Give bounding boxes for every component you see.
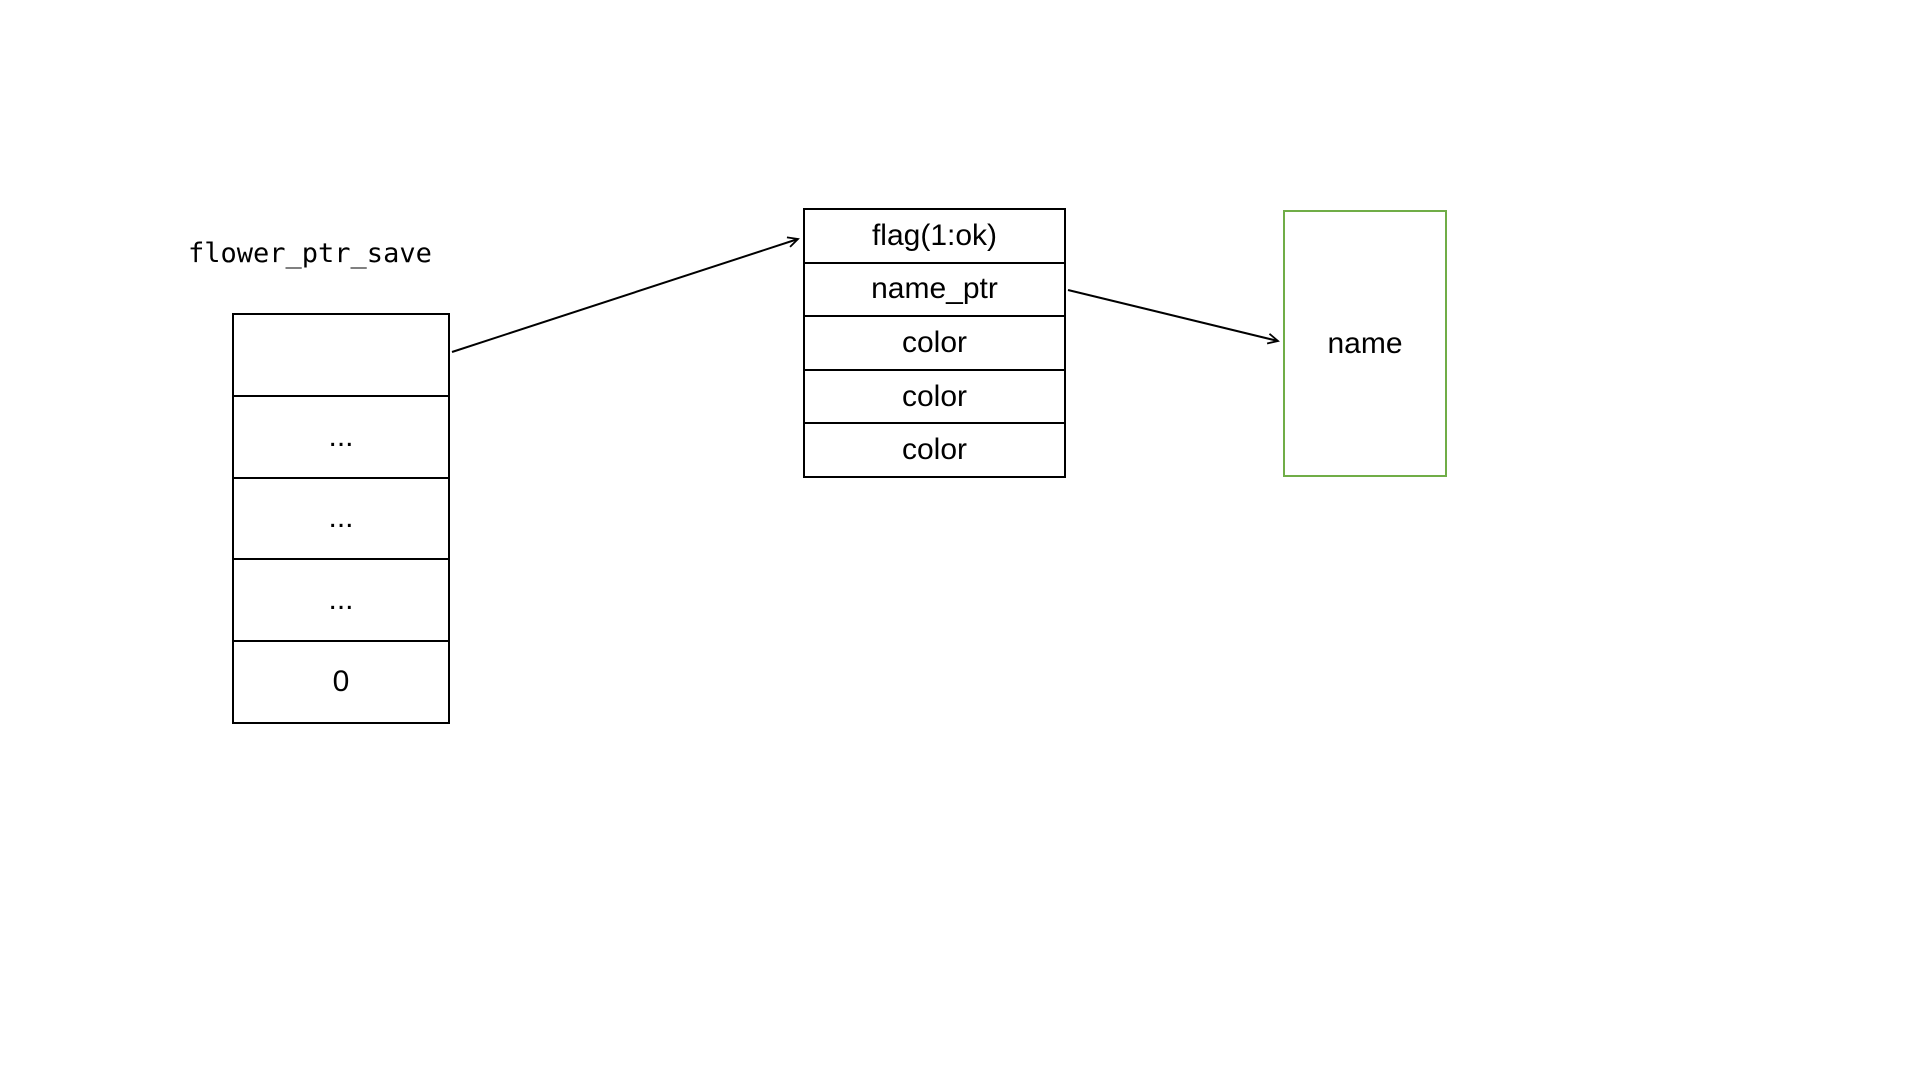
name-box: name [1283, 210, 1447, 477]
pointer-array-row-0 [234, 315, 448, 395]
flower-struct-table: flag(1:ok) name_ptr color color color [803, 208, 1066, 478]
name-box-label: name [1327, 326, 1403, 360]
pointer-array-table: ... ... ... 0 [232, 313, 450, 724]
flower-ptr-save-label: flower_ptr_save [188, 238, 432, 269]
pointer-array-row-1: ... [234, 394, 448, 477]
arrow-pointer-to-struct [451, 236, 800, 353]
flower-struct-row-color-2: color [805, 368, 1064, 423]
flower-struct-row-flag: flag(1:ok) [871, 218, 998, 252]
pointer-array-row-3: ... [234, 558, 448, 640]
pointer-array-row-2: ... [234, 476, 448, 559]
flower-struct-row-name-ptr: name_ptr [805, 261, 1064, 316]
flower-struct-row-color-1: color [805, 315, 1064, 369]
pointer-array-row-4: 0 [234, 640, 448, 722]
flower-struct-row-color-3: color [805, 422, 1064, 476]
arrow-nameptr-to-name [1067, 289, 1280, 345]
